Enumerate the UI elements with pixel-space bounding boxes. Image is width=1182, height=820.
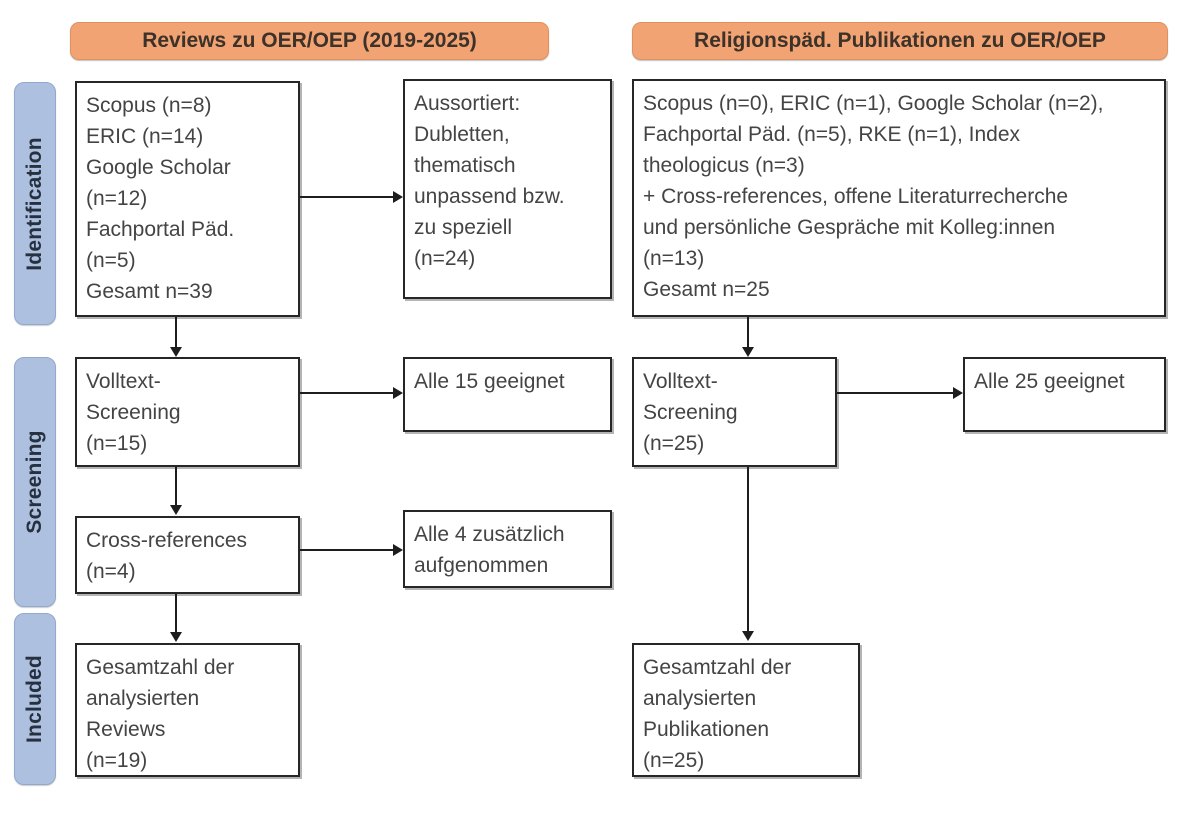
arrowhead-left-ident-to-screening (170, 347, 182, 357)
connector-left-screening-to-result (300, 392, 393, 394)
node-left-screening-result-text: Alle 15 geeignet (414, 370, 565, 393)
node-left-screening-text: Volltext- Screening (n=15) (86, 370, 181, 455)
node-right-screening-result: Alle 25 geeignet (963, 357, 1166, 432)
phase-bar-identification: Identification (14, 82, 56, 325)
node-left-crossrefs-result-text: Alle 4 zusätzlich aufgenommen (414, 523, 565, 577)
connector-left-screening-to-crossrefs (175, 467, 177, 507)
connector-left-ident-to-screening (175, 317, 177, 349)
node-right-screening: Volltext- Screening (n=25) (632, 357, 837, 467)
node-left-crossrefs: Cross-references (n=4) (75, 516, 300, 594)
arrowhead-left-ident-to-excluded (393, 191, 403, 203)
connector-right-screening-to-included (747, 467, 749, 633)
column-header-right: Religionspäd. Publikationen zu OER/OEP (632, 22, 1168, 60)
arrowhead-left-screening-to-crossrefs (170, 505, 182, 515)
node-left-included-text: Gesamtzahl der analysierten Reviews (n=1… (86, 656, 235, 772)
node-left-crossrefs-result: Alle 4 zusätzlich aufgenommen (403, 510, 612, 588)
phase-label-screening: Screening (23, 430, 46, 534)
node-right-screening-text: Volltext- Screening (n=25) (643, 370, 738, 455)
arrowhead-left-screening-to-result (393, 387, 403, 399)
node-right-identification: Scopus (n=0), ERIC (n=1), Google Scholar… (632, 79, 1166, 317)
arrowhead-left-crossrefs-to-result (393, 544, 403, 556)
node-left-included: Gesamtzahl der analysierten Reviews (n=1… (75, 643, 300, 777)
column-header-left: Reviews zu OER/OEP (2019-2025) (70, 22, 549, 60)
node-right-screening-result-text: Alle 25 geeignet (974, 370, 1125, 393)
phase-bar-screening: Screening (14, 357, 56, 607)
node-right-identification-text: Scopus (n=0), ERIC (n=1), Google Scholar… (643, 92, 1104, 301)
node-left-excluded-text: Aussortiert: Dubletten, thematisch unpas… (414, 92, 565, 270)
node-left-identification-text: Scopus (n=8) ERIC (n=14) Google Scholar … (86, 94, 235, 303)
phase-bar-included: Included (14, 613, 56, 785)
arrowhead-right-screening-to-result (953, 387, 963, 399)
connector-left-crossrefs-to-result (300, 549, 393, 551)
connector-left-ident-to-excluded (300, 196, 393, 198)
arrowhead-right-ident-to-screening (742, 347, 754, 357)
node-left-screening-result: Alle 15 geeignet (403, 357, 612, 432)
connector-right-screening-to-result (837, 392, 953, 394)
arrowhead-left-crossrefs-to-included (170, 632, 182, 642)
node-right-included: Gesamtzahl der analysierten Publikatione… (632, 643, 860, 777)
node-right-included-text: Gesamtzahl der analysierten Publikatione… (643, 656, 792, 772)
connector-left-crossrefs-to-included (175, 594, 177, 634)
node-left-crossrefs-text: Cross-references (n=4) (86, 529, 248, 583)
connector-right-ident-to-screening (747, 317, 749, 349)
node-left-identification: Scopus (n=8) ERIC (n=14) Google Scholar … (75, 81, 300, 317)
node-left-screening: Volltext- Screening (n=15) (75, 357, 300, 467)
phase-label-identification: Identification (23, 136, 46, 271)
column-header-right-label: Religionspäd. Publikationen zu OER/OEP (694, 29, 1106, 52)
phase-label-included: Included (23, 655, 46, 743)
column-header-left-label: Reviews zu OER/OEP (2019-2025) (142, 29, 477, 52)
arrowhead-right-screening-to-included (742, 631, 754, 641)
node-left-excluded: Aussortiert: Dubletten, thematisch unpas… (403, 79, 612, 299)
